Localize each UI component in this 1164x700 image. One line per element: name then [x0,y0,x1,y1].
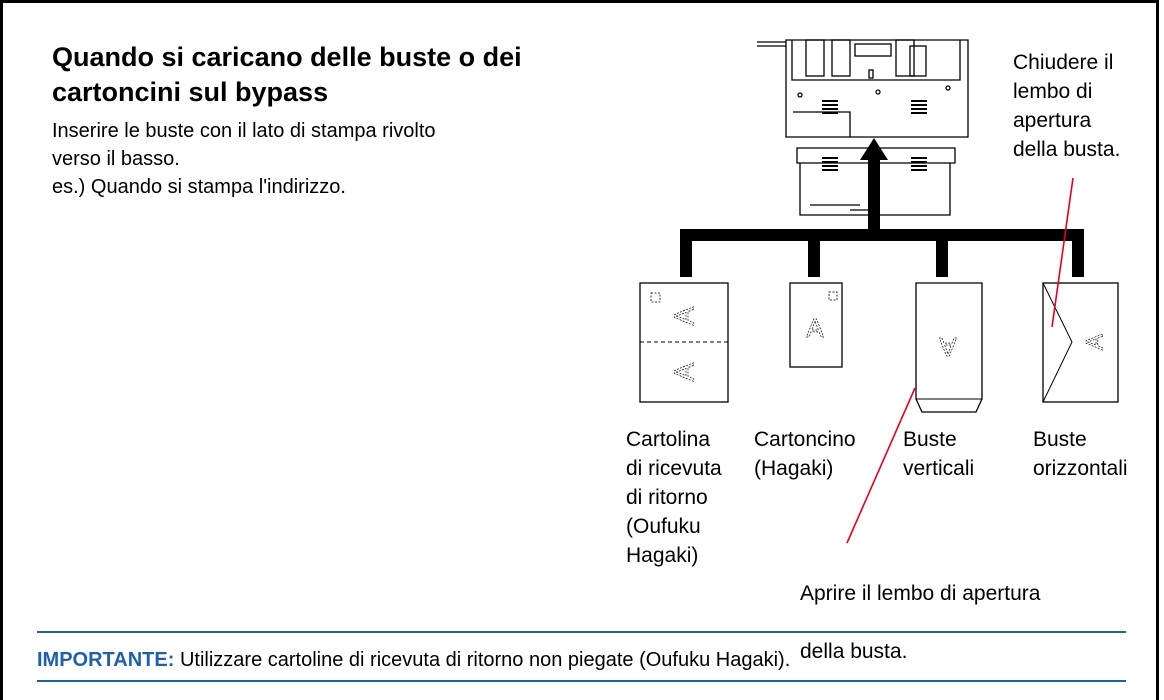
open-flap-callout-line [846,387,916,544]
print-side-glyph: A [806,313,824,343]
feed-arrow [680,138,1084,277]
print-side-glyph: A [1081,334,1108,350]
print-side-glyph: A [939,332,957,362]
important-text: Utilizzare cartoline di ricevuta di rito… [174,649,791,671]
media-label-horizontal-envelope: Buste orizzontali [1033,428,1128,480]
oufuku-hagaki-card: A A [639,282,729,403]
instructions: Inserire le buste con il lato di stampa … [52,117,612,201]
vertical-envelope: A [915,282,983,413]
heading-line-1: Quando si caricano delle buste o dei [52,42,522,72]
horizontal-envelope: A [1042,282,1119,403]
media-label-oufuku: Cartolina di ricevuta di ritorno (Oufuku… [626,428,722,567]
callout-open-flap: Aprire il lembo di apertura della busta. [800,550,1040,695]
callout-open-flap-line-1: Aprire il lembo di apertura [800,582,1041,605]
vent-marks [822,100,927,171]
callout-close-flap: Chiudere il lembo di apertura della bust… [1013,51,1121,161]
note-bottom-rule [37,680,1126,682]
important-note: IMPORTANTE: Utilizzare cartoline di rice… [37,647,790,673]
close-flap-callout-line [1051,177,1074,328]
media-label-vertical-envelope: Buste verticali [903,428,975,480]
print-side-glyph: A [668,306,699,325]
hagaki-card: A [789,282,843,368]
printer-illustration [757,39,969,216]
media-label-hagaki: Cartoncino (Hagaki) [754,428,856,480]
heading-line-2: cartoncini sul bypass [52,77,329,107]
important-keyword: IMPORTANTE: [37,649,175,671]
print-side-glyph: A [668,362,699,381]
note-top-rule [37,631,1126,633]
instruction-line-2: verso il basso. [52,148,180,170]
section-heading: Quando si caricano delle buste o dei car… [52,40,652,110]
instruction-line-3: es.) Quando si stampa l'indirizzo. [52,176,346,198]
instruction-line-1: Inserire le buste con il lato di stampa … [52,120,436,142]
callout-open-flap-line-2: della busta. [800,640,908,663]
